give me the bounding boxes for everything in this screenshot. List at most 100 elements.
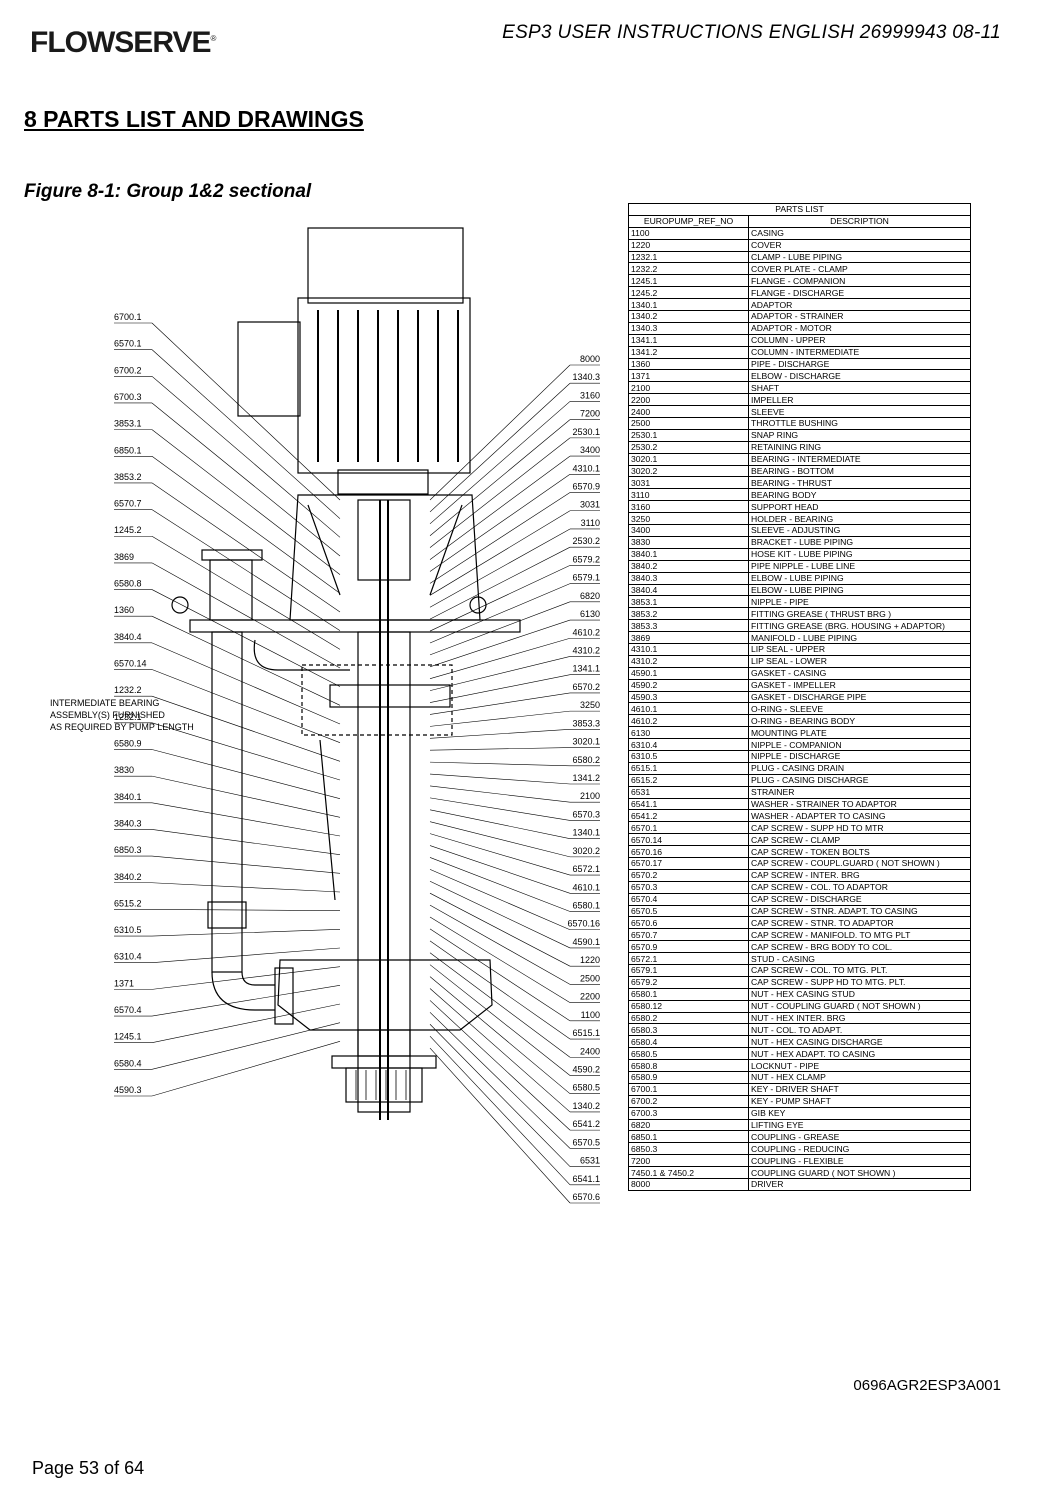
leader-line: [151, 695, 341, 762]
flowserve-logo: FLOWSERVE®: [30, 26, 216, 59]
callout-label: 6580.4: [114, 1058, 142, 1068]
part-description: NUT - HEX INTER. BRG: [748, 1011, 971, 1025]
part-ref: 6580.12: [628, 999, 749, 1013]
part-description: ADAPTOR - MOTOR: [748, 321, 971, 335]
part-description: COVER: [748, 238, 971, 252]
part-description: FITTING GREASE ( THRUST BRG ): [748, 607, 971, 621]
callout-label: 3853.2: [114, 472, 142, 482]
leader-line: [429, 455, 571, 560]
part-ref: 6579.2: [628, 975, 749, 989]
part-ref: 6580.5: [628, 1047, 749, 1061]
callout-label: 4310.1: [572, 463, 600, 473]
part-ref: 6700.2: [628, 1094, 749, 1108]
part-ref: 2200: [628, 393, 749, 407]
callout-label: 6580.1: [572, 901, 600, 911]
part-ref: 1371: [628, 369, 749, 383]
part-ref: 4310.1: [628, 642, 749, 656]
callout-label: 1245.1: [114, 1032, 142, 1042]
leader-line: [429, 510, 571, 596]
part-description: COLUMN - INTERMEDIATE: [748, 345, 971, 359]
part-ref: 6580.2: [628, 1011, 749, 1025]
leader-line: [151, 722, 341, 781]
leader-line: [429, 419, 571, 536]
leader-line: [151, 909, 341, 911]
callout-label: 6570.3: [572, 809, 600, 819]
part-ref: 1232.1: [628, 250, 749, 264]
callout-label: 1371: [114, 978, 134, 988]
part-ref: 1341.1: [628, 333, 749, 347]
leader-line: [429, 729, 571, 739]
part-description: GASKET - CASING: [748, 666, 971, 680]
leader-line: [429, 761, 571, 767]
leader-line: [429, 833, 571, 876]
part-description: ADAPTOR - STRAINER: [748, 310, 971, 323]
leader-line: [429, 845, 571, 894]
callout-label: 6580.2: [572, 755, 600, 765]
document-reference: ESP3 USER INSTRUCTIONS ENGLISH 26999943 …: [502, 22, 1001, 43]
callout-label: 6570.2: [572, 682, 600, 692]
leader-line: [429, 857, 571, 912]
part-description: O-RING - BEARING BODY: [748, 714, 971, 728]
discharge-pipe: [211, 631, 243, 973]
leader-line: [429, 565, 571, 632]
callout-label: 6570.4: [114, 1005, 142, 1015]
callout-label: 3853.3: [572, 718, 600, 728]
part-description: NUT - HEX ADAPT. TO CASING: [748, 1047, 971, 1061]
leader-line: [429, 492, 571, 584]
part-ref: 6310.5: [628, 749, 749, 763]
leader-line: [429, 528, 571, 608]
part-ref: 4610.2: [628, 714, 749, 728]
figure-caption: Figure 8-1: Group 1&2 sectional: [24, 181, 312, 202]
part-description: CAP SCREW - DISCHARGE: [748, 892, 971, 906]
leader-line: [151, 1003, 341, 1043]
callout-label: 6700.1: [114, 312, 142, 322]
parts-list-title: PARTS LIST: [628, 203, 971, 216]
callout-label: 6310.5: [114, 925, 142, 935]
callout-label: 6515.2: [114, 898, 142, 908]
part-description: GIB KEY: [748, 1106, 971, 1120]
leader-line: [429, 797, 571, 821]
column-header-ref: EUROPUMP_REF_NO: [628, 214, 749, 228]
callout-label: 4590.3: [114, 1085, 142, 1095]
callout-label: 1245.2: [114, 525, 142, 535]
leader-line: [429, 692, 571, 715]
callout-label: 6130: [580, 609, 600, 619]
leader-line: [151, 402, 341, 557]
leader-line: [151, 882, 341, 893]
leader-line: [151, 669, 341, 743]
part-ref: 3031: [628, 476, 749, 490]
part-description: COUPLING - REDUCING: [748, 1142, 971, 1156]
callout-label: 6570.9: [572, 482, 600, 492]
leader-line: [429, 904, 571, 985]
callout-label: 2530.1: [572, 427, 600, 437]
leader-line: [151, 482, 341, 613]
part-ref: 6570.6: [628, 916, 749, 930]
leader-line: [429, 928, 571, 1022]
part-ref: 6515.1: [628, 761, 749, 775]
callout-label: 6580.8: [114, 579, 142, 589]
leader-line: [429, 892, 571, 967]
callout-label: 1340.1: [572, 828, 600, 838]
